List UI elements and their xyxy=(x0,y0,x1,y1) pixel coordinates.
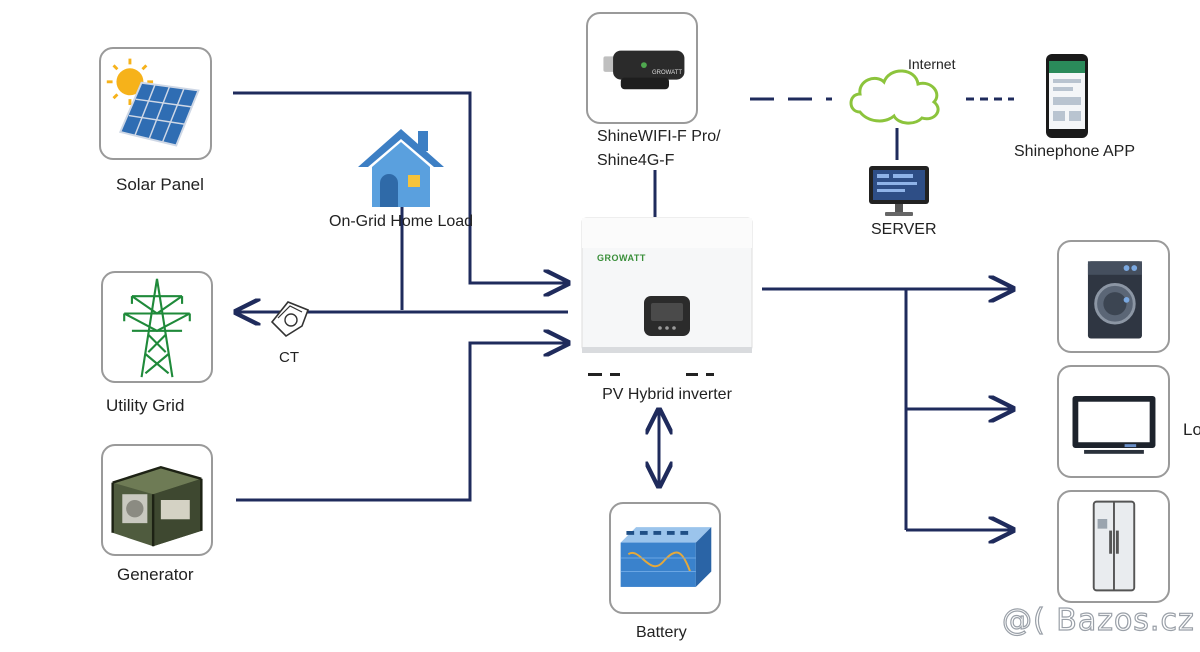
generator-label: Generator xyxy=(117,565,194,584)
server-label: SERVER xyxy=(871,221,937,238)
battery-pack-icon xyxy=(620,527,712,587)
home-load-label: On-Grid Home Load xyxy=(329,213,474,230)
datalogger-label-line2: Shine4G-F xyxy=(597,152,675,169)
generator-icon xyxy=(111,465,203,547)
internet-label: Internet xyxy=(908,56,956,72)
generator-connection xyxy=(236,343,568,502)
ct-clamp-icon xyxy=(270,301,310,338)
refrigerator-icon xyxy=(1092,500,1136,592)
monitor-icon xyxy=(869,166,929,216)
app-label: Shinephone APP xyxy=(1014,143,1135,160)
loads-label: Lo xyxy=(1183,420,1200,439)
wifi-dongle-icon xyxy=(603,50,685,90)
power-tower-icon xyxy=(123,278,191,378)
battery-label: Battery xyxy=(636,624,687,641)
inverter-label: PV Hybrid inverter xyxy=(602,386,732,403)
inverter-logo: GROWATT xyxy=(597,253,646,263)
datalogger-card: GROWATT xyxy=(586,12,698,124)
solar-panel-label: Solar Panel xyxy=(116,175,204,194)
fridge-card xyxy=(1057,490,1170,603)
solar-panel-icon xyxy=(106,58,200,147)
battery-card xyxy=(609,502,721,614)
inverter-unit xyxy=(581,217,753,376)
house-icon xyxy=(358,129,444,207)
generator-card xyxy=(101,444,213,556)
dongle-logo: GROWATT xyxy=(652,70,682,76)
washing-machine-card xyxy=(1057,240,1170,353)
utility-grid-label: Utility Grid xyxy=(106,396,185,415)
connections xyxy=(233,91,1014,530)
solar-panel-card xyxy=(99,47,212,160)
tv-card xyxy=(1057,365,1170,478)
washing-machine-icon xyxy=(1087,261,1142,339)
utility-grid-card xyxy=(101,271,213,383)
watermark: @( Bazos.cz xyxy=(1001,602,1195,638)
datalogger-label-line1: ShineWIFI-F Pro/ xyxy=(597,128,721,145)
smartphone-icon xyxy=(1046,54,1088,138)
solar-connection xyxy=(233,91,568,283)
cloud-icon xyxy=(849,69,940,125)
ct-label: CT xyxy=(279,349,299,366)
tv-icon xyxy=(1072,395,1156,454)
